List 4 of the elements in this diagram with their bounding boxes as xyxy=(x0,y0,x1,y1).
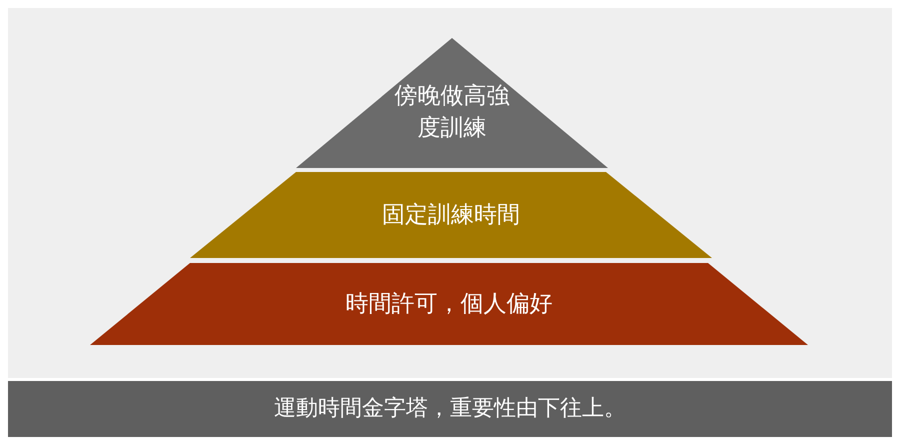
tier-label: 傍晚做高強度訓練 xyxy=(394,82,510,143)
caption: 運動時間金字塔，重要性由下往上。 xyxy=(8,381,892,437)
tier-label: 固定訓練時間 xyxy=(381,201,521,230)
tier-label: 時間許可，個人偏好 xyxy=(344,290,554,319)
